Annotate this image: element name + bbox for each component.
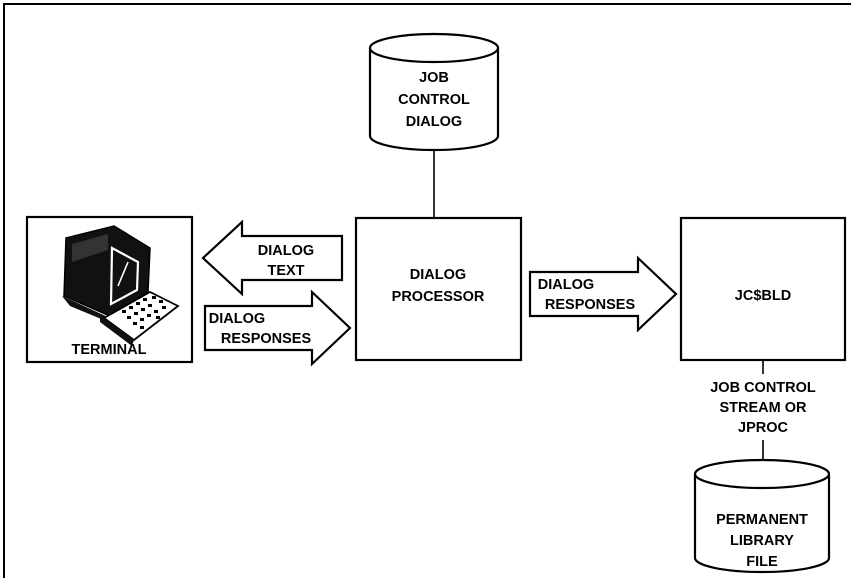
job-control-stream-label: JOB CONTROL STREAM OR JPROC [710, 380, 816, 436]
output-stream-label-3: JPROC [738, 420, 788, 436]
dialog-processor-label-2: PROCESSOR [392, 289, 485, 305]
dialog-responses-out-label-2: RESPONSES [545, 297, 636, 313]
dialog-text-arrow: DIALOG TEXT [201, 219, 344, 297]
permanent-library-file-database: PERMANENT LIBRARY FILE [693, 458, 831, 574]
dialog-responses-in-label-1: DIALOG [209, 311, 265, 327]
permanent-library-label-1: PERMANENT [716, 512, 808, 528]
output-stream-label-2: STREAM OR [720, 400, 808, 416]
permanent-library-label-2: LIBRARY [730, 533, 794, 549]
dialog-text-label-2: TEXT [267, 263, 304, 279]
job-control-dialog-database: JOB CONTROL DIALOG [368, 32, 500, 152]
figure-frame [3, 3, 851, 578]
terminal-label: TERMINAL [72, 342, 147, 358]
jcsbld-node: JC$BLD [679, 216, 847, 362]
dialog-processor-label-1: DIALOG [410, 267, 466, 283]
permanent-library-label-3: FILE [746, 554, 778, 570]
dialog-responses-in-label-2: RESPONSES [221, 331, 312, 347]
job-control-dialog-label-2: CONTROL [398, 92, 470, 108]
terminal-computer-icon [62, 225, 180, 346]
dialog-responses-out-arrow: DIALOG RESPONSES [528, 255, 678, 333]
dialog-text-label-1: DIALOG [258, 243, 314, 259]
dialog-processor-node: DIALOG PROCESSOR [354, 216, 523, 362]
job-control-dialog-label-1: JOB [419, 70, 449, 86]
jcsbld-label: JC$BLD [735, 288, 791, 304]
output-stream-label-1: JOB CONTROL [710, 380, 816, 396]
dialog-responses-in-arrow: DIALOG RESPONSES [203, 289, 352, 367]
job-control-dialog-label-3: DIALOG [406, 114, 462, 130]
dialog-responses-out-label-1: DIALOG [538, 277, 594, 293]
terminal-node: TERMINAL [25, 215, 194, 364]
